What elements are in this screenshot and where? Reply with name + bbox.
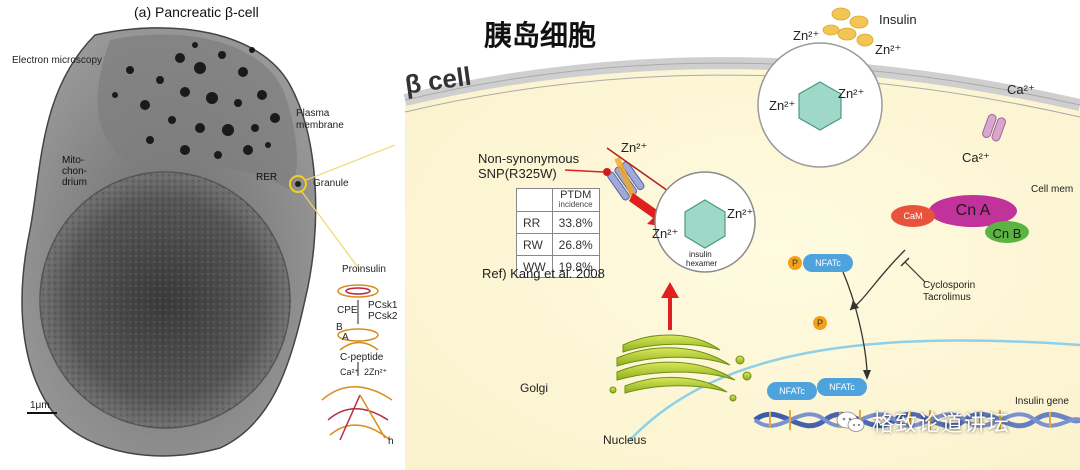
zn-label-transporter: Zn²⁺ [621, 140, 648, 155]
scale-bar-label: 1μm [30, 400, 50, 411]
watermark-text: 格致论道讲坛 [872, 412, 1011, 437]
chain-b-label: B [336, 322, 343, 333]
ca-label-out: Ca²⁺ [1007, 82, 1035, 97]
plasma-label-1: Plasma [296, 108, 330, 119]
genotype-cell: RR [516, 211, 553, 234]
chain-a-label: A [342, 332, 349, 343]
cn-b-label: Cn B [992, 225, 1022, 241]
zn-label-mid-right: Zn²⁺ [727, 206, 754, 221]
insulin-label: Insulin [879, 12, 917, 27]
ca-label: Ca²⁺ [340, 367, 360, 377]
proinsulin-inset [321, 284, 393, 441]
watermark: 格致论道讲坛 [836, 406, 1010, 438]
cam-shape [891, 205, 935, 227]
figure-title-cn: 胰岛细胞 [484, 19, 597, 52]
table-row: RW 26.8% [516, 233, 600, 256]
snp-label-1: Non-synonymous [478, 151, 580, 166]
pcsk1-label: PCsk1 [368, 300, 398, 311]
cyclosporin-label: Cyclosporin [923, 280, 976, 291]
rer-label: RER [256, 172, 278, 183]
tacrolimus-label: Tacrolimus [923, 292, 971, 303]
calcium-channel [982, 113, 1006, 142]
mito-label-3: drium [62, 177, 88, 188]
ptdm-header-title: PTDM [560, 189, 592, 201]
table-row: WW 19.8% [516, 255, 600, 278]
hexamer-label-2: hexamer [686, 259, 718, 268]
insulin-hexamer-top [798, 81, 842, 131]
nfatc-2: NFATc [767, 382, 817, 400]
cpe-label: CPE [337, 305, 358, 316]
electron-microscopy-label: Electron microscopy [12, 55, 103, 66]
wechat-icon [836, 411, 865, 432]
zn-label-vesicle-left: Zn²⁺ [769, 98, 796, 113]
table-row: RR 33.8% [516, 211, 600, 234]
insulin-gene-label: Insulin gene [1015, 396, 1069, 407]
snp-label-2: SNP(R325W) [478, 166, 557, 181]
ptdm-table: PTDM incidence RR 33.8% RW 26.8% WW 19.8… [516, 188, 600, 278]
schematic-svg [403, 7, 1080, 470]
phosphate-1: P [788, 256, 802, 270]
reference-label: Ref) Kang et al. 2008 [482, 266, 605, 281]
c-peptide-label: C-peptide [340, 352, 384, 363]
zn-label-vesicle-right: Zn²⁺ [838, 86, 865, 101]
micrograph-svg [21, 27, 396, 457]
phosphate-2: P [813, 316, 827, 330]
genotype-cell: WW [516, 255, 553, 278]
insulin-particles [822, 7, 874, 47]
zn-label-top-right: Zn²⁺ [875, 42, 902, 57]
panel-a-title: (a) Pancreatic β-cell [134, 4, 259, 20]
h-label: h [388, 436, 394, 447]
dna-strand-2 [753, 412, 1080, 428]
nucleus-envelope [629, 339, 1080, 441]
ptdm-header-sub: incidence [558, 200, 593, 209]
hexamer-label-1: insulin [689, 250, 712, 259]
ptdm-header-row: PTDM incidence [516, 188, 600, 212]
golgi-label: Golgi [520, 381, 549, 395]
ptdm-header-empty [516, 188, 553, 212]
proinsulin-label: Proinsulin [342, 264, 386, 275]
mito-label-2: chon- [62, 166, 88, 177]
dense-granules [112, 42, 280, 159]
zn-label-mid-left: Zn²⁺ [652, 226, 679, 241]
golgi-apparatus [609, 334, 752, 402]
insulin-hexamer-mid [684, 199, 726, 249]
nfatc-1: NFATc [803, 254, 853, 272]
zn-label: 2Zn²⁺ [364, 367, 388, 377]
pcsk2-label: PCsk2 [368, 311, 398, 322]
cn-a-shape [929, 195, 1017, 227]
electron-micrograph-panel: (a) Pancreatic β-cell Electron microscop… [0, 0, 420, 470]
incidence-cell: 19.8% [551, 255, 600, 278]
plasma-label-2: membrane [296, 120, 344, 131]
zn-label-top-left: Zn²⁺ [793, 28, 820, 43]
cytoplasm [405, 68, 1080, 470]
ptdm-header: PTDM incidence [551, 188, 600, 212]
incidence-cell: 26.8% [551, 233, 600, 256]
nfatc-3: NFATc [817, 378, 867, 396]
cn-a-label: Cn A [955, 202, 991, 219]
cn-b-shape [985, 221, 1029, 243]
incidence-cell: 33.8% [551, 211, 600, 234]
cell-membrane-label: Cell mem [1031, 184, 1074, 195]
granule-label: Granule [313, 178, 349, 189]
beta-cell-schematic: Insulin Zn²⁺ Zn²⁺ Zn²⁺ Zn²⁺ Ca²⁺ Ca²⁺ Ce… [395, 0, 1080, 470]
genotype-cell: RW [516, 233, 553, 256]
granule-highlight [289, 175, 307, 193]
nucleus-label: Nucleus [603, 433, 647, 447]
ca-label-in: Ca²⁺ [962, 150, 990, 165]
mito-label-1: Mito- [62, 155, 85, 166]
cam-label: CaM [903, 211, 923, 221]
